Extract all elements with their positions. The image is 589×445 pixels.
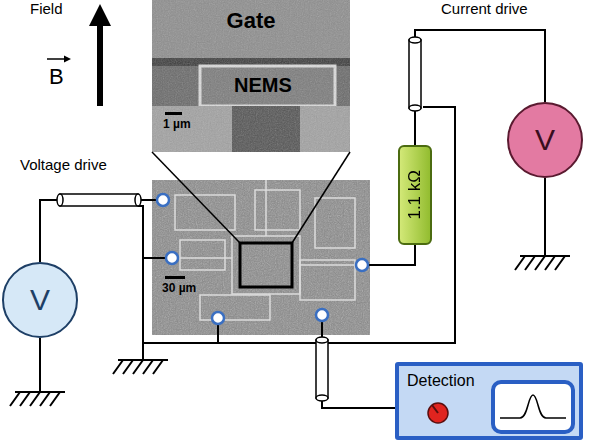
drive-label: Current drive bbox=[441, 0, 528, 17]
current-source: V bbox=[507, 102, 583, 178]
gate-label: Gate bbox=[152, 8, 350, 34]
signal-wire bbox=[322, 335, 395, 408]
coax-cable bbox=[57, 37, 421, 401]
detection-label: Detection bbox=[407, 372, 475, 390]
ground-symbol bbox=[10, 256, 570, 406]
oscilloscope-screen bbox=[493, 382, 573, 432]
ground-wires bbox=[40, 107, 545, 392]
detection-box: Detection bbox=[395, 362, 583, 440]
field-vector: B bbox=[49, 64, 64, 90]
detection-knob bbox=[428, 403, 448, 423]
field-arrow bbox=[47, 4, 111, 106]
source-symbol: V bbox=[30, 283, 50, 317]
chip-sem-image bbox=[152, 180, 370, 335]
source-symbol: V bbox=[535, 123, 555, 157]
field-label: Field bbox=[30, 0, 63, 17]
resistor-value: 1.1 kΩ bbox=[405, 170, 425, 220]
nems-label: NEMS bbox=[234, 74, 292, 97]
contact-pad bbox=[157, 194, 368, 324]
scale-label: 30 µm bbox=[162, 281, 196, 295]
scale-label: 1 µm bbox=[163, 117, 191, 131]
drive-label: Voltage drive bbox=[20, 156, 107, 173]
voltage-source: V bbox=[2, 262, 78, 338]
signal-wire bbox=[370, 245, 415, 265]
signal-wire bbox=[415, 30, 545, 145]
resistor-symbol: 1.1 kΩ bbox=[398, 145, 432, 245]
sem-inset-image bbox=[152, 0, 350, 152]
signal-wire bbox=[40, 200, 152, 262]
chip-image: 30 µm bbox=[152, 180, 370, 335]
zoom-lines bbox=[152, 152, 350, 287]
sem-inset: GateNEMS 1 µm bbox=[152, 0, 350, 152]
